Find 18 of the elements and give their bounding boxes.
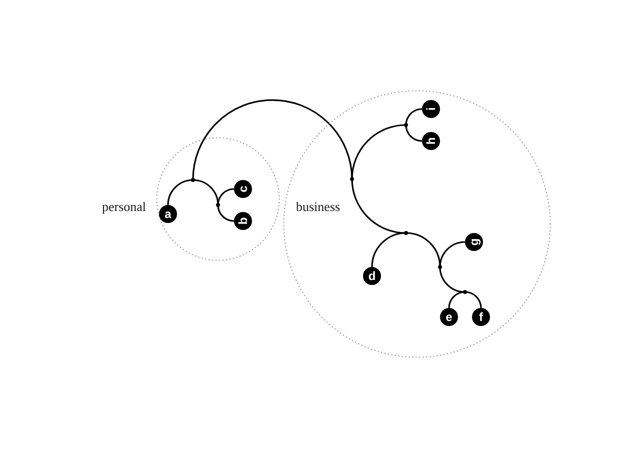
tree-branch (371, 232, 406, 268)
group-label: business (296, 199, 340, 215)
tree-branch (192, 179, 219, 206)
group-circle (283, 90, 551, 358)
tree-branch (464, 291, 482, 308)
tree-branch (439, 266, 466, 293)
tree-branch (192, 99, 353, 180)
tree-branch (167, 179, 194, 206)
tree-branch (351, 178, 406, 234)
tree-branch (217, 204, 234, 222)
tree-branch (405, 124, 422, 142)
tree-branch (351, 124, 406, 180)
tree-branch (448, 291, 466, 308)
tree-branch (405, 108, 422, 126)
group-label: personal (102, 199, 146, 215)
tree-branch (439, 241, 466, 268)
tree-branch (217, 188, 234, 206)
tree-branch (406, 232, 441, 268)
